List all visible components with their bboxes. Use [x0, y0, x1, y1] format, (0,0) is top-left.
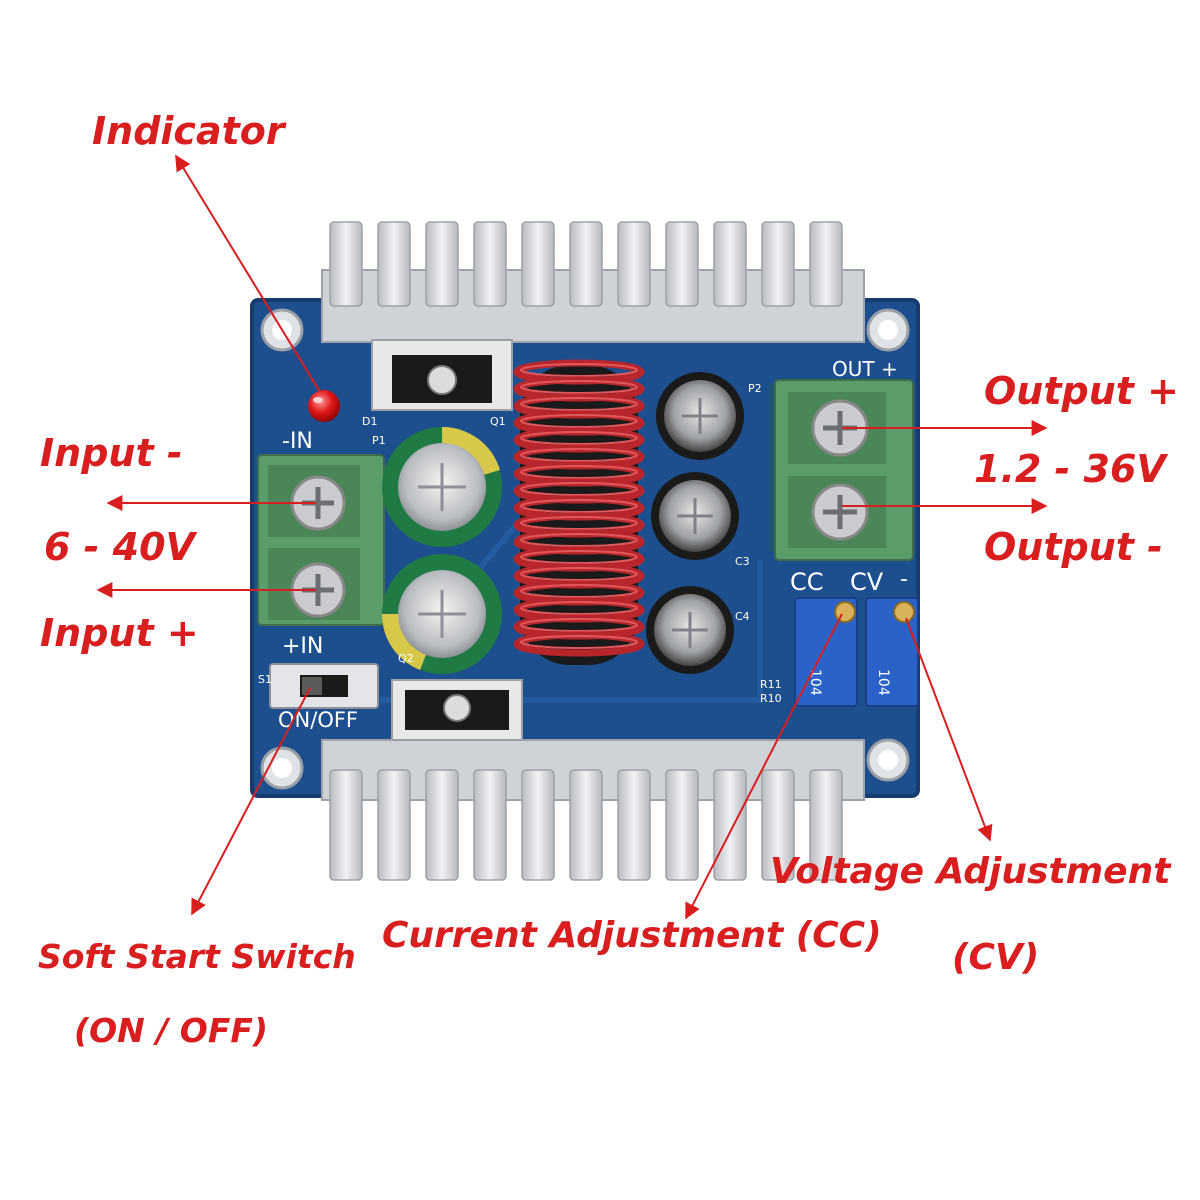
coil-winding-highlight	[520, 397, 638, 411]
coil-winding-highlight	[520, 414, 638, 428]
inductor-coil	[513, 359, 645, 665]
heatsink-fin	[809, 221, 843, 307]
coil-winding-highlight	[520, 635, 638, 649]
silk-cv: CV	[850, 568, 884, 596]
coil-winding-highlight	[520, 380, 638, 394]
label-soft-start-state: (ON / OFF)	[74, 1011, 269, 1050]
arrow-soft-start	[191, 687, 311, 916]
output-capacitor-c4	[646, 586, 734, 674]
coil-winding-highlight	[520, 533, 638, 547]
silk-out-plus: OUT +	[832, 357, 898, 381]
label-input-minus: Input -	[40, 431, 183, 475]
heatsink-fin	[665, 221, 699, 307]
soft-start-switch	[269, 663, 379, 709]
coil-winding-highlight	[520, 482, 638, 496]
input-capacitor-c1	[382, 426, 502, 547]
silk-pot-code-cc: 104	[807, 669, 823, 696]
heatsink-fin	[329, 221, 363, 307]
silkscreen-labels: -IN +IN ON/OFF OUT + CC CV - D1 P1 P2 Q1…	[258, 357, 908, 732]
silk-d1: D1	[362, 415, 377, 428]
silk-p1: P1	[372, 434, 386, 447]
label-output-minus: Output -	[984, 525, 1163, 569]
arrow-current-adjustment	[685, 613, 843, 920]
heatsink-fin	[665, 769, 699, 881]
heatsink-fin	[521, 769, 555, 881]
silk-r11: R11	[760, 678, 782, 691]
coil-winding-highlight	[520, 516, 638, 530]
heatsink-fin	[473, 221, 507, 307]
silk-c3: C3	[735, 555, 750, 568]
silk-plus-in: +IN	[282, 634, 323, 659]
heatsink-fin	[617, 221, 651, 307]
coil-winding-highlight	[520, 499, 638, 513]
output-capacitor-c3	[651, 472, 739, 560]
heatsink-fin	[713, 221, 747, 307]
coil-winding-highlight	[520, 465, 638, 479]
heatsink-fin	[521, 221, 555, 307]
input-capacitor-c2	[381, 554, 502, 674]
heatsink-fin	[761, 221, 795, 307]
coil-winding-highlight	[520, 431, 638, 445]
label-current-adjustment: Current Adjustment (CC)	[382, 915, 882, 956]
silk-c4: C4	[735, 610, 750, 623]
arrow-voltage-adjustment	[905, 617, 993, 842]
heatsink-fin	[761, 769, 795, 881]
coil-winding-highlight	[520, 448, 638, 462]
coil-winding-highlight	[520, 550, 638, 564]
label-output-voltage: 1.2 - 36V	[974, 447, 1166, 491]
heatsink-fin	[425, 221, 459, 307]
label-voltage-adjustment: Voltage Adjustment	[770, 851, 1171, 892]
coil-winding-highlight	[520, 363, 638, 377]
silk-p2: P2	[748, 382, 762, 395]
label-input-plus: Input +	[40, 611, 199, 655]
heatsink-top	[321, 221, 865, 343]
transistor-q2	[391, 679, 523, 741]
output-capacitor-1	[656, 372, 744, 460]
heatsink-bottom	[321, 739, 865, 881]
annotation-arrows	[96, 154, 1048, 920]
current-trimmer-cc	[794, 597, 858, 707]
heatsink-fin	[569, 769, 603, 881]
input-terminal-block	[257, 454, 385, 626]
coil-winding-highlight	[520, 584, 638, 598]
heatsink-fin	[329, 769, 363, 881]
heatsink-fin	[377, 769, 411, 881]
heatsink-fin	[569, 221, 603, 307]
silk-r10: R10	[760, 692, 782, 705]
heatsink-fin	[377, 221, 411, 307]
led-indicator	[308, 390, 340, 422]
label-indicator: Indicator	[92, 109, 285, 153]
silk-pot-code-cv: 104	[875, 669, 891, 696]
heatsink-fin	[809, 769, 843, 881]
silk-cc: CC	[790, 568, 824, 596]
coil-winding-highlight	[520, 601, 638, 615]
label-voltage-adjustment-mode: (CV)	[952, 937, 1040, 978]
silk-on-off: ON/OFF	[278, 708, 358, 732]
heatsink-fin	[425, 769, 459, 881]
label-input-voltage: 6 - 40V	[44, 525, 195, 569]
transistor-q1	[371, 339, 513, 411]
coil-winding-highlight	[520, 567, 638, 581]
silk-q2: Q2	[398, 652, 414, 665]
heatsink-fin	[617, 769, 651, 881]
heatsink-fin	[713, 769, 747, 881]
label-output-plus: Output +	[984, 369, 1180, 413]
label-soft-start: Soft Start Switch	[38, 937, 356, 976]
arrow-indicator	[175, 154, 321, 393]
voltage-trimmer-cv	[865, 597, 919, 707]
silk-s1: S1	[258, 673, 272, 686]
coil-winding-highlight	[520, 618, 638, 632]
silk-minus: -	[900, 567, 908, 592]
silk-q1: Q1	[490, 415, 506, 428]
silk-minus-in: -IN	[282, 429, 313, 454]
output-terminal-block	[774, 379, 914, 561]
heatsink-fin	[473, 769, 507, 881]
